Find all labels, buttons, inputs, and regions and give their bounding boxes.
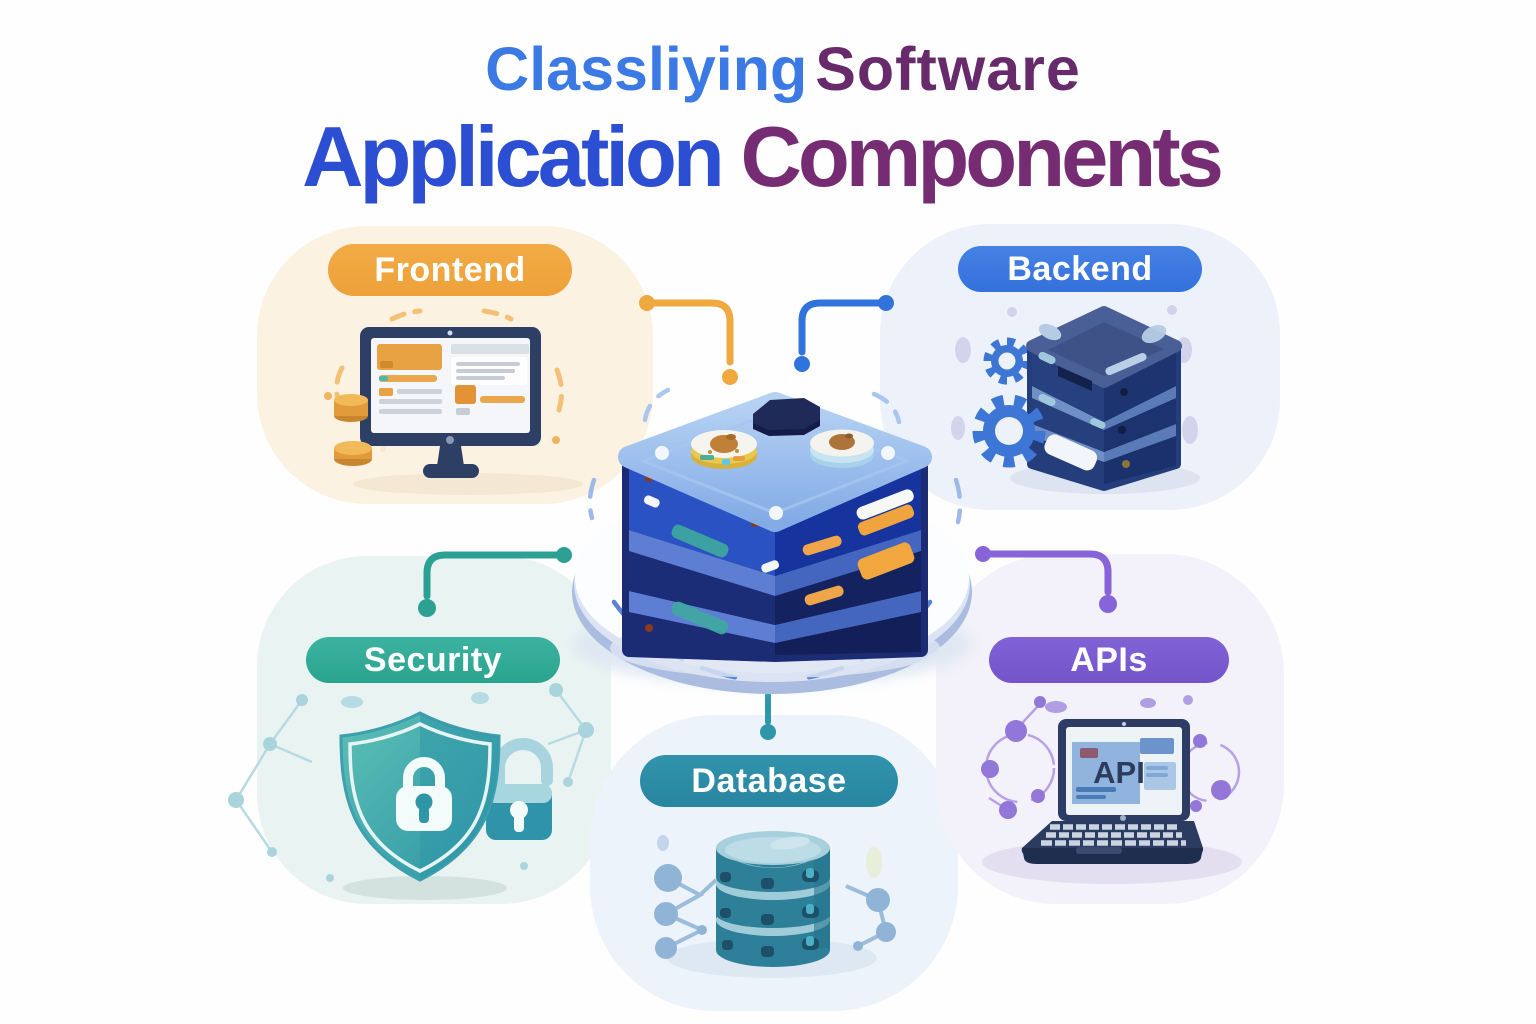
svg-text:API: API — [1093, 755, 1145, 790]
